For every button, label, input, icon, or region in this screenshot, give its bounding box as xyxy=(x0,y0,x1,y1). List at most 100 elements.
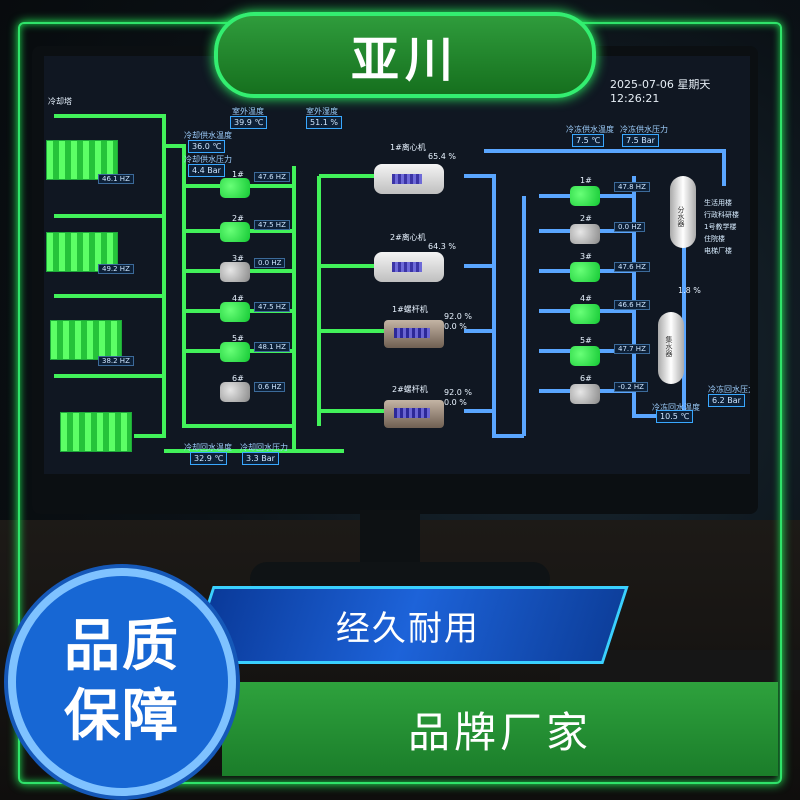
datetime: 2025-07-06 星期天 12:26:21 xyxy=(610,76,750,105)
chilled-pump-6-hz: -0.2 HZ xyxy=(614,382,648,392)
cw-return-temp-value: 32.9 ℃ xyxy=(190,452,228,465)
centrifugal-chiller-2-load: 64.3 % xyxy=(428,242,456,251)
centrifugal-chiller-2-label: 2#离心机 xyxy=(390,233,426,242)
chilled-pump-3-hz: 47.6 HZ xyxy=(614,262,650,272)
cooling-pump-1-hz: 47.6 HZ xyxy=(254,172,290,182)
factory-banner: 品牌厂家 xyxy=(222,682,778,776)
tower-hz-1: 46.1 HZ xyxy=(98,174,134,184)
centrifugal-chiller-2[interactable] xyxy=(374,252,444,282)
cooling-pump-3-hz: 0.0 HZ xyxy=(254,258,286,268)
supply-manifold-label: 分水器 xyxy=(677,206,685,227)
chilled-pump-5-hz: 47.7 HZ xyxy=(614,344,650,354)
cw-supply-pressure-value: 4.4 Bar xyxy=(188,164,225,177)
chilled-pump-1-hz: 47.8 HZ xyxy=(614,182,650,192)
time-text: 12:26:21 xyxy=(610,92,660,105)
cooling-pump-3[interactable] xyxy=(220,262,250,282)
chilled-pump-2[interactable] xyxy=(570,224,600,244)
chilled-pump-1[interactable] xyxy=(570,186,600,206)
chilled-pump-4[interactable] xyxy=(570,304,600,324)
badge-line-1: 品质 xyxy=(64,614,180,679)
branch-1: 生活用楼 xyxy=(704,199,732,207)
screw-chiller-2-label: 2#螺杆机 xyxy=(392,385,428,394)
screw-chiller-1-label: 1#螺杆机 xyxy=(392,305,428,314)
chilled-pump-3-label: 3# xyxy=(580,252,592,261)
screw-chiller-1-load2: 0.0 % xyxy=(444,322,467,331)
chilled-pump-1-label: 1# xyxy=(580,176,592,185)
chilled-pump-2-label: 2# xyxy=(580,214,592,223)
outdoor-temp-label: 室外温度 xyxy=(232,107,264,116)
cooling-pump-2[interactable] xyxy=(220,222,250,242)
centrifugal-chiller-1[interactable] xyxy=(374,164,444,194)
quality-badge: 品质 保障 xyxy=(8,568,236,796)
cooling-pump-5[interactable] xyxy=(220,342,250,362)
outdoor-temp-value: 39.9 ℃ xyxy=(230,116,268,129)
chw-supply-temp-label: 冷冻供水温度 xyxy=(566,125,614,134)
chw-return-temp-label: 冷冻回水温度 xyxy=(652,403,700,412)
cooling-pump-1[interactable] xyxy=(220,178,250,198)
cooling-pump-6-label: 6# xyxy=(232,374,244,383)
date-text: 2025-07-06 xyxy=(610,78,674,91)
cooling-tower-title: 冷却塔 xyxy=(48,97,72,106)
cooling-pump-1-label: 1# xyxy=(232,170,244,179)
branch-5: 电梯厂楼 xyxy=(704,247,732,255)
outdoor-humidity-label: 室外湿度 xyxy=(306,107,338,116)
cooling-pump-5-label: 5# xyxy=(232,334,244,343)
cooling-pump-3-label: 3# xyxy=(232,254,244,263)
branch-2: 行政科研楼 xyxy=(704,211,739,219)
cooling-pump-5-hz: 48.1 HZ xyxy=(254,342,290,352)
centrifugal-chiller-1-load: 65.4 % xyxy=(428,152,456,161)
outdoor-humidity-value: 51.1 % xyxy=(306,116,342,129)
branch-3: 1号教学楼 xyxy=(704,223,737,231)
factory-text: 品牌厂家 xyxy=(407,707,592,757)
chilled-pump-4-label: 4# xyxy=(580,294,592,303)
cooling-pump-6-hz: 0.6 HZ xyxy=(254,382,286,392)
cw-return-pressure-label: 冷却回水压力 xyxy=(240,443,288,452)
brand-capsule: 亚川 xyxy=(214,12,596,98)
return-manifold-label: 集水器 xyxy=(665,336,673,357)
branch-4: 住院楼 xyxy=(704,235,725,243)
cw-supply-temp-value: 36.0 ℃ xyxy=(188,140,226,153)
chw-supply-pressure-label: 冷冻供水压力 xyxy=(620,125,668,134)
screw-chiller-1[interactable] xyxy=(384,320,444,348)
chw-supply-temp-value: 7.5 ℃ xyxy=(572,134,605,147)
durable-text: 经久耐用 xyxy=(336,608,480,649)
cooling-pump-6[interactable] xyxy=(220,382,250,402)
chw-supply-pressure-value: 7.5 Bar xyxy=(622,134,659,147)
cooling-pump-4[interactable] xyxy=(220,302,250,322)
chilled-pump-3[interactable] xyxy=(570,262,600,282)
chw-return-temp-value: 10.5 ℃ xyxy=(656,410,694,423)
cooling-pump-4-hz: 47.5 HZ xyxy=(254,302,290,312)
badge-line-2: 保障 xyxy=(64,684,180,749)
screw-chiller-2-load2: 0.0 % xyxy=(444,398,467,407)
header-percent: 1.8 % xyxy=(678,286,701,295)
cooling-tower-1[interactable] xyxy=(46,140,118,180)
supply-manifold[interactable] xyxy=(670,176,696,248)
chilled-pump-2-hz: 0.0 HZ xyxy=(614,222,646,232)
scada-screen: 冷却塔 退出 2025-07-06 星期天 12:26:21 室外温度 39.9… xyxy=(44,56,750,474)
chilled-pump-4-hz: 46.6 HZ xyxy=(614,300,650,310)
chilled-pump-5[interactable] xyxy=(570,346,600,366)
cooling-pump-2-label: 2# xyxy=(232,214,244,223)
screw-chiller-1-load: 92.0 % xyxy=(444,312,472,321)
cooling-pump-4-label: 4# xyxy=(232,294,244,303)
chilled-pump-6[interactable] xyxy=(570,384,600,404)
durable-banner: 经久耐用 xyxy=(187,586,629,664)
cw-return-temp-label: 冷却回水温度 xyxy=(184,443,232,452)
cw-supply-temp-label: 冷却供水温度 xyxy=(184,131,232,140)
cw-return-pressure-value: 3.3 Bar xyxy=(242,452,279,465)
centrifugal-chiller-1-label: 1#离心机 xyxy=(390,143,426,152)
cw-supply-pressure-label: 冷却供水压力 xyxy=(184,155,232,164)
brand-title: 亚川 xyxy=(350,32,459,88)
weekday-text: 星期天 xyxy=(677,78,711,91)
tower-hz-2: 49.2 HZ xyxy=(98,264,134,274)
tower-hz-3: 38.2 HZ xyxy=(98,356,134,366)
screw-chiller-2[interactable] xyxy=(384,400,444,428)
cooling-pump-2-hz: 47.5 HZ xyxy=(254,220,290,230)
chw-return-pressure-value: 6.2 Bar xyxy=(708,394,745,407)
chilled-pump-5-label: 5# xyxy=(580,336,592,345)
cooling-tower-4[interactable] xyxy=(60,412,132,452)
return-manifold[interactable] xyxy=(658,312,684,384)
cooling-tower-3[interactable] xyxy=(50,320,122,360)
chw-return-pressure-label: 冷冻回水压力 xyxy=(708,385,750,394)
